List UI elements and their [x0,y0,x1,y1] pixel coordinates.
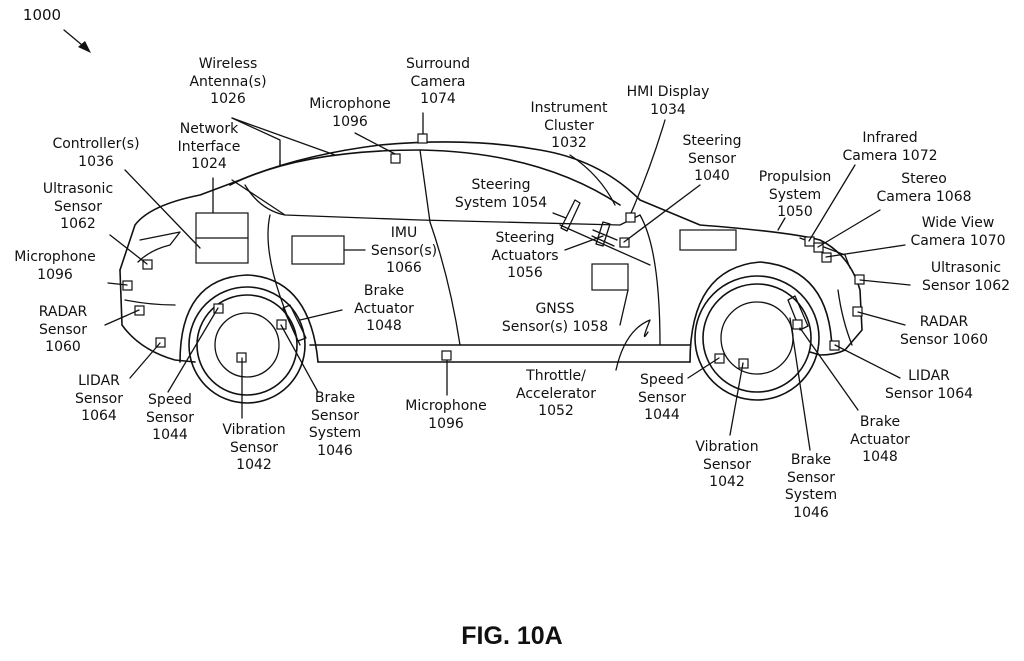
label-radar-sensor-rear: RADARSensor1060 [39,304,88,357]
label-microphone-roof: Microphone1096 [309,96,391,131]
label-microphone-rear: Microphone1096 [14,249,96,284]
label-controllers: Controller(s)1036 [52,136,139,171]
reference-arrow [64,30,91,53]
label-propulsion-system: PropulsionSystem1050 [759,169,831,222]
label-speed-sensor-front: SpeedSensor1044 [638,372,686,425]
front-wheel [695,276,819,400]
rear-wheel [189,287,306,403]
label-lidar-sensor-rear: LIDARSensor1064 [75,373,123,426]
label-steering-system: SteeringSystem 1054 [455,177,547,212]
label-hmi-display: HMI Display1034 [627,84,710,119]
label-network-interface: NetworkInterface1024 [178,121,241,174]
label-vibration-sensor-rear: VibrationSensor1042 [222,422,285,475]
label-brake-actuator-rear: BrakeActuator1048 [354,283,414,336]
label-vibration-sensor-front: VibrationSensor1042 [695,439,758,492]
label-instrument-cluster: InstrumentCluster1032 [530,100,607,153]
figure-reference-number: 1000 [23,6,61,24]
label-lidar-sensor-front: LIDARSensor 1064 [885,368,973,403]
label-wireless-antenna: WirelessAntenna(s)1026 [189,56,266,109]
label-steering-sensor: SteeringSensor1040 [682,133,741,186]
label-brake-sensor-system-front: BrakeSensorSystem1046 [785,452,837,522]
label-imu-sensor: IMUSensor(s)1066 [371,225,437,278]
component-boxes [196,200,736,290]
label-steering-actuators: SteeringActuators1056 [491,230,558,283]
label-brake-actuator-front: BrakeActuator1048 [850,414,910,467]
label-speed-sensor-rear: SpeedSensor1044 [146,392,194,445]
label-radar-sensor-front: RADARSensor 1060 [900,314,988,349]
label-wide-view-camera: Wide ViewCamera 1070 [910,215,1005,250]
label-ultrasonic-sensor-front: UltrasonicSensor1062 [43,181,113,234]
label-throttle-accelerator: Throttle/Accelerator1052 [516,368,596,421]
label-ultrasonic-sensor-right: UltrasonicSensor 1062 [922,260,1010,295]
gnss-box [592,264,628,290]
label-infrared-camera: InfraredCamera 1072 [842,130,937,165]
figure-caption: FIG. 10A [461,622,562,651]
propulsion-box [680,230,736,250]
label-gnss-sensor: GNSSSensor(s) 1058 [502,301,608,336]
label-surround-camera: SurroundCamera1074 [406,56,470,109]
imu-box [292,236,344,264]
label-brake-sensor-system-rear: BrakeSensorSystem1046 [309,390,361,460]
label-stereo-camera: StereoCamera 1068 [876,171,971,206]
label-microphone-bottom: Microphone1096 [405,398,487,433]
